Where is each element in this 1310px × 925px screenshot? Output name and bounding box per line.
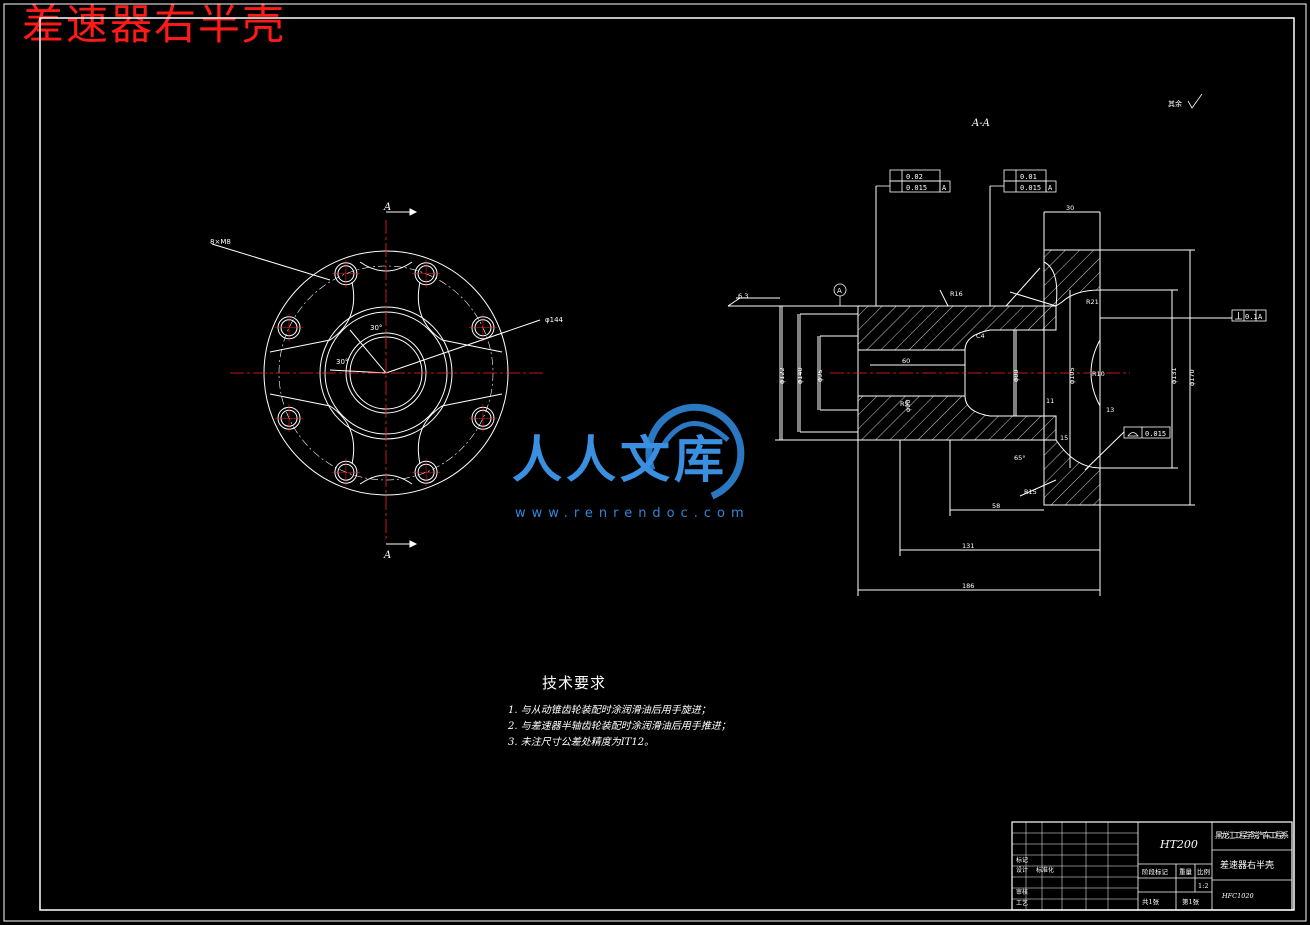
dim-d95: φ95: [816, 369, 824, 382]
cut-label-top: A: [383, 202, 391, 213]
tol-profile: 0.015: [1145, 430, 1166, 438]
dim-angle1: 30°: [370, 324, 382, 332]
datum-letter: A: [837, 287, 842, 295]
tb-design-label: 设计: [1016, 866, 1028, 874]
tol-left-top: 0.02: [906, 173, 923, 181]
bolt-hole: [275, 313, 304, 342]
tb-drawing-no: HFC1020: [1221, 892, 1254, 900]
tol-left-bottom: 0.015: [906, 184, 927, 192]
tb-stage-label: 阶段标记: [1142, 867, 1169, 876]
bolt-hole: [331, 458, 360, 487]
dim-l131: 131: [962, 542, 974, 550]
dim-d170: φ170: [1188, 369, 1196, 386]
roughness-icon: [1187, 93, 1203, 109]
tech-item-3: 3. 未注尺寸公差处精度为IT12。: [508, 737, 655, 748]
profile-frame: [1123, 426, 1171, 439]
dim-l30: 30: [1066, 204, 1074, 212]
section-label: A-A: [971, 118, 990, 129]
tb-scale-label: 比例: [1197, 867, 1210, 876]
tech-item-1: 1. 与从动锥齿轮装配时涂润滑油后用手旋进；: [508, 705, 711, 716]
dim-r5: R5: [900, 400, 909, 408]
dim-r16: R16: [950, 290, 963, 298]
roughness-note: 其余: [1168, 99, 1182, 108]
dim-outer-dia: φ144: [545, 316, 564, 324]
tol-perp: 0.1: [1245, 313, 1258, 321]
bolt-hole: [331, 259, 360, 288]
section-dim-texts: 30 60 58 131 186 11 R10 65° 6.3 C4 13 15…: [738, 204, 1196, 590]
bolt-holes: [275, 259, 497, 487]
dim-r21: R21: [1086, 298, 1099, 306]
inner-frame: [39, 17, 1295, 911]
tb-std-label: 标准化: [1036, 866, 1054, 874]
tb-count-label: 共1张: [1142, 897, 1160, 906]
dim-d122: φ122: [778, 367, 786, 384]
dim-l11: 11: [1046, 397, 1054, 405]
dim-r10: R10: [1092, 370, 1105, 378]
dim-ang65: 65°: [1014, 454, 1026, 462]
watermark-url: www.renrendoc.com: [515, 506, 750, 521]
outer-frame: [3, 3, 1307, 922]
bolt-hole: [275, 404, 304, 433]
bolt-hole: [468, 404, 497, 433]
dim-d140: φ140: [796, 367, 804, 384]
technical-requirements: 技术要求 1. 与从动锥齿轮装配时涂润滑油后用手旋进； 2. 与差速器半轴齿轮装…: [508, 672, 731, 751]
plan-view: [211, 208, 541, 548]
plan-centerlines: [230, 220, 545, 540]
tech-heading: 技术要求: [542, 674, 607, 692]
tol-left-datum: A: [942, 184, 947, 192]
page-title: 差速器右半壳: [22, 0, 287, 49]
title-block-texts: HT200 黑龙江工程学院汽车工程系 差速器右半壳 阶段标记 重量 比例 1:2…: [1016, 830, 1289, 907]
tol-perp-datum: A: [1258, 313, 1263, 321]
bolt-hole: [412, 458, 441, 487]
tolerance-frame-left: [876, 169, 951, 193]
dim-l60: 60: [902, 357, 910, 365]
dim-holes: 8×M8: [210, 238, 231, 246]
tb-school: 黑龙江工程学院汽车工程系: [1215, 830, 1289, 840]
dim-d80: φ80: [1012, 369, 1020, 382]
tb-material: HT200: [1159, 838, 1198, 851]
tol-right-bottom: 0.015: [1020, 184, 1041, 192]
tech-item-2: 2. 与差速器半轴齿轮装配时涂润滑油后用手推进；: [508, 721, 731, 732]
tb-scale-value: 1:2: [1198, 882, 1208, 890]
dim-d90: φ90: [904, 399, 912, 412]
tb-process-label: 工艺: [1016, 899, 1028, 907]
title-block-grid: [1012, 822, 1138, 910]
bolt-hole: [468, 313, 497, 342]
tb-check-label: 审核: [1016, 888, 1028, 896]
dim-t15: 15: [1060, 434, 1068, 442]
hatch-top: [857, 305, 1057, 351]
bolt-hole: [412, 259, 441, 288]
dim-d131: φ131: [1170, 367, 1178, 384]
tb-sheet-label: 第1张: [1182, 897, 1200, 906]
watermark-logo-icon: [645, 403, 745, 500]
dim-r15: R15: [1024, 488, 1037, 496]
dim-angle2: 30°: [336, 358, 348, 366]
perpendicularity-frame: [1231, 309, 1267, 322]
dim-dd: 6.3: [738, 292, 748, 300]
tolerance-frame-right: [990, 169, 1057, 193]
tb-marks-label: 标记: [1016, 856, 1028, 864]
tb-part-name: 差速器右半壳: [1220, 859, 1274, 871]
dim-c4: C4: [976, 332, 985, 340]
datum-symbol: [833, 283, 847, 306]
tol-right-top: 0.01: [1020, 173, 1037, 181]
dim-l58: 58: [992, 502, 1000, 510]
cut-label-bottom: A: [383, 550, 391, 561]
hatch-flange-bottom: [1043, 439, 1101, 506]
hatch-bottom: [857, 395, 1057, 441]
dim-d105: φ105: [1068, 367, 1076, 384]
section-view: [727, 186, 1232, 596]
watermark-word: 人人文库: [512, 431, 728, 489]
tb-weight-label: 重量: [1179, 868, 1193, 876]
dim-l186: 186: [962, 582, 974, 590]
dim-t13: 13: [1106, 406, 1114, 414]
tol-right-datum: A: [1048, 184, 1053, 192]
